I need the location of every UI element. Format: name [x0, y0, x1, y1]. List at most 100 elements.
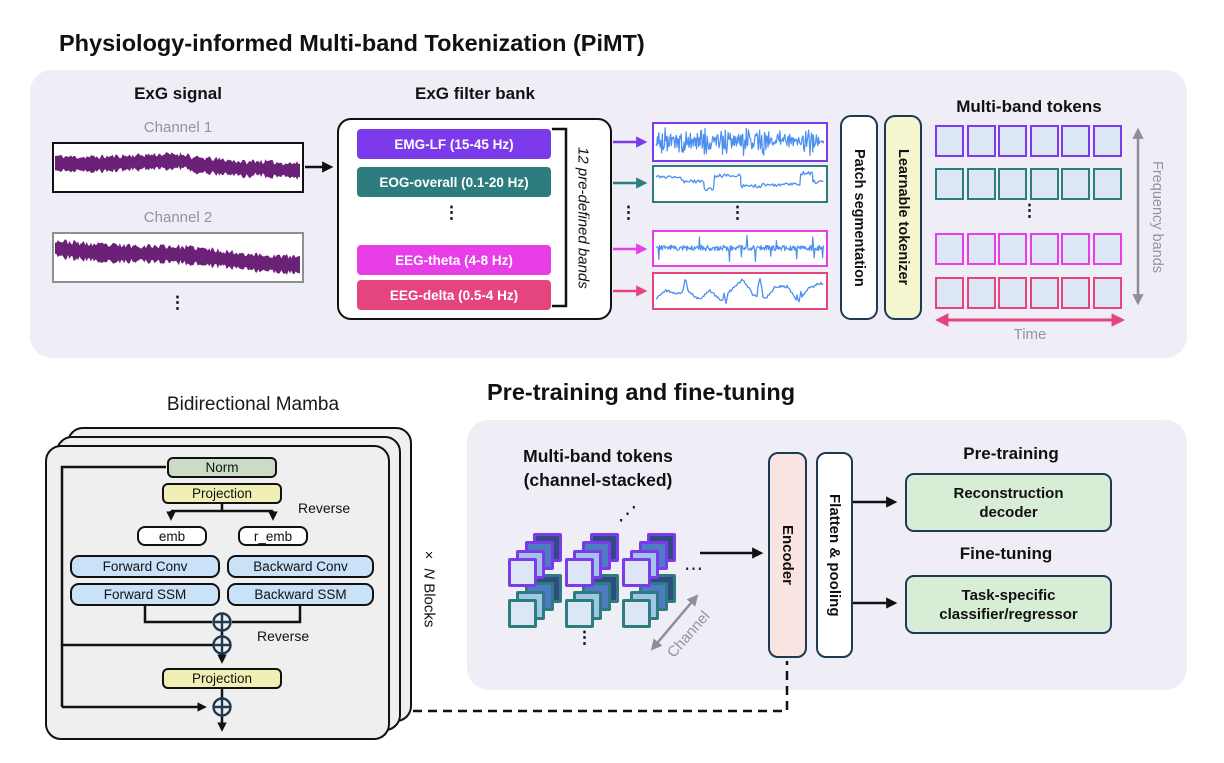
emb-box: emb: [137, 526, 207, 546]
waveform-path: [655, 170, 824, 192]
token-cell: [966, 233, 996, 265]
learnable-tokenizer-label: Learnable tokenizer: [895, 149, 911, 286]
patch-segmentation-label: Patch segmentation: [851, 148, 867, 287]
band-eeg-theta: EEG-theta (4-8 Hz): [357, 245, 551, 275]
token-cell: [1061, 168, 1090, 200]
multiband-tokens-heading: Multi-band tokens: [956, 97, 1102, 116]
token-stacks: [500, 512, 680, 642]
mamba-title: Bidirectional Mamba: [166, 394, 340, 415]
token-row: [935, 168, 1122, 200]
token-cell: [1092, 233, 1122, 265]
filter-bank-heading: ExG filter bank: [415, 84, 535, 103]
channel2-label: Channel 2: [143, 209, 213, 226]
filtered-wave-delta: [655, 277, 824, 305]
bands-ellipsis: ⋮: [443, 203, 461, 222]
forward-ssm-box: Forward SSM: [70, 583, 220, 606]
projection-box: Projection: [162, 483, 282, 504]
pretrain-heading: Pre-training: [963, 444, 1059, 463]
token-cell: [998, 233, 1027, 265]
token-cell: [966, 125, 996, 157]
task-specific-box: Task-specific classifier/regressor: [905, 575, 1112, 634]
r-emb-box: r_emb: [238, 526, 308, 546]
token-row: [935, 125, 1122, 157]
token-cell: [1029, 125, 1059, 157]
filtered-wave-box-delta: [652, 272, 828, 310]
token-cell: [998, 168, 1027, 200]
stacks-horizontal-ellipsis: ⋯: [684, 559, 703, 580]
filtered-wave-box-emg: [652, 122, 828, 162]
filtered-wave-emg: [655, 127, 824, 157]
token-stack-square: [622, 558, 651, 587]
figure-title: Physiology-informed Multi-band Tokenizat…: [59, 30, 645, 56]
projection2-box: Projection: [162, 668, 282, 689]
token-cell: [935, 168, 964, 200]
finetune-heading: Fine-tuning: [959, 544, 1053, 563]
token-row: [935, 277, 1122, 309]
channel-stacked-heading-line2: (channel-stacked): [523, 470, 673, 490]
band-eog-overall: EOG-overall (0.1-20 Hz): [357, 167, 551, 197]
token-rows-ellipsis: ⋮: [1021, 201, 1039, 220]
channel-stacked-heading-line1: Multi-band tokens: [523, 446, 673, 466]
channel2-waveform: [55, 239, 300, 275]
frequency-bands-label: Frequency bands: [1149, 160, 1165, 274]
token-stack-square: [622, 599, 651, 628]
arrows-ellipsis: ⋮: [620, 203, 638, 222]
filtered-wave-box-theta: [652, 230, 828, 267]
filtered-wave-box-eog: [652, 165, 828, 203]
pretraining-title: Pre-training and fine-tuning: [487, 379, 796, 405]
token-cell: [935, 277, 964, 309]
reverse-label-top: Reverse: [298, 500, 351, 516]
learnable-tokenizer-box: Learnable tokenizer: [884, 115, 922, 320]
token-cell: [998, 277, 1027, 309]
task-label-line2: classifier/regressor: [939, 605, 1078, 623]
token-cell: [1029, 233, 1059, 265]
waveform-path: [55, 239, 300, 275]
token-cell: [935, 233, 964, 265]
token-cell: [1092, 125, 1122, 157]
reconstruction-label-line1: Reconstruction: [953, 484, 1064, 502]
token-cell: [1092, 168, 1122, 200]
n-blocks-label: × N Blocks: [420, 546, 438, 628]
token-stack-square: [565, 558, 594, 587]
flatten-pooling-label: Flatten & pooling: [826, 493, 843, 617]
token-cell: [966, 168, 996, 200]
encoder-box: Encoder: [768, 452, 807, 658]
token-stack-square: [508, 599, 537, 628]
predefined-bands-label: 12 pre-defined bands: [574, 147, 592, 289]
channel2-signal-box: [52, 232, 304, 283]
waves-ellipsis: ⋮: [729, 203, 747, 222]
stacks-vertical-ellipsis: ⋮: [576, 628, 594, 647]
norm-box: Norm: [167, 457, 277, 478]
reverse-label-bottom: Reverse: [257, 628, 310, 644]
filtered-wave-eog: [655, 170, 824, 192]
channel1-waveform: [55, 152, 300, 180]
token-cell: [1061, 125, 1090, 157]
reconstruction-decoder-box: Reconstruction decoder: [905, 473, 1112, 532]
exg-signal-heading: ExG signal: [134, 84, 222, 103]
token-cell: [998, 125, 1027, 157]
token-grid: [935, 125, 1127, 309]
stacks-diagonal-ellipsis: ⋰: [618, 504, 637, 525]
token-row: [935, 233, 1122, 265]
time-label: Time: [1013, 326, 1047, 343]
token-cell: [1092, 277, 1122, 309]
token-cell: [1029, 168, 1059, 200]
waveform-path: [655, 277, 824, 305]
waveform-path: [655, 127, 824, 157]
token-cell: [1061, 233, 1090, 265]
forward-conv-box: Forward Conv: [70, 555, 220, 578]
token-cell: [1061, 277, 1090, 309]
channel1-signal-box: [52, 142, 304, 193]
task-label-line1: Task-specific: [961, 586, 1056, 604]
waveform-path: [655, 234, 824, 263]
channel1-label: Channel 1: [143, 119, 213, 136]
channel-stacked-heading: Multi-band tokens (channel-stacked): [498, 444, 698, 492]
token-stack-square: [508, 558, 537, 587]
backward-ssm-box: Backward SSM: [227, 583, 374, 606]
reconstruction-label-line2: decoder: [979, 503, 1038, 521]
waveform-path: [55, 152, 300, 180]
filtered-wave-theta: [655, 234, 824, 263]
flatten-pooling-box: Flatten & pooling: [816, 452, 853, 658]
backward-conv-box: Backward Conv: [227, 555, 374, 578]
